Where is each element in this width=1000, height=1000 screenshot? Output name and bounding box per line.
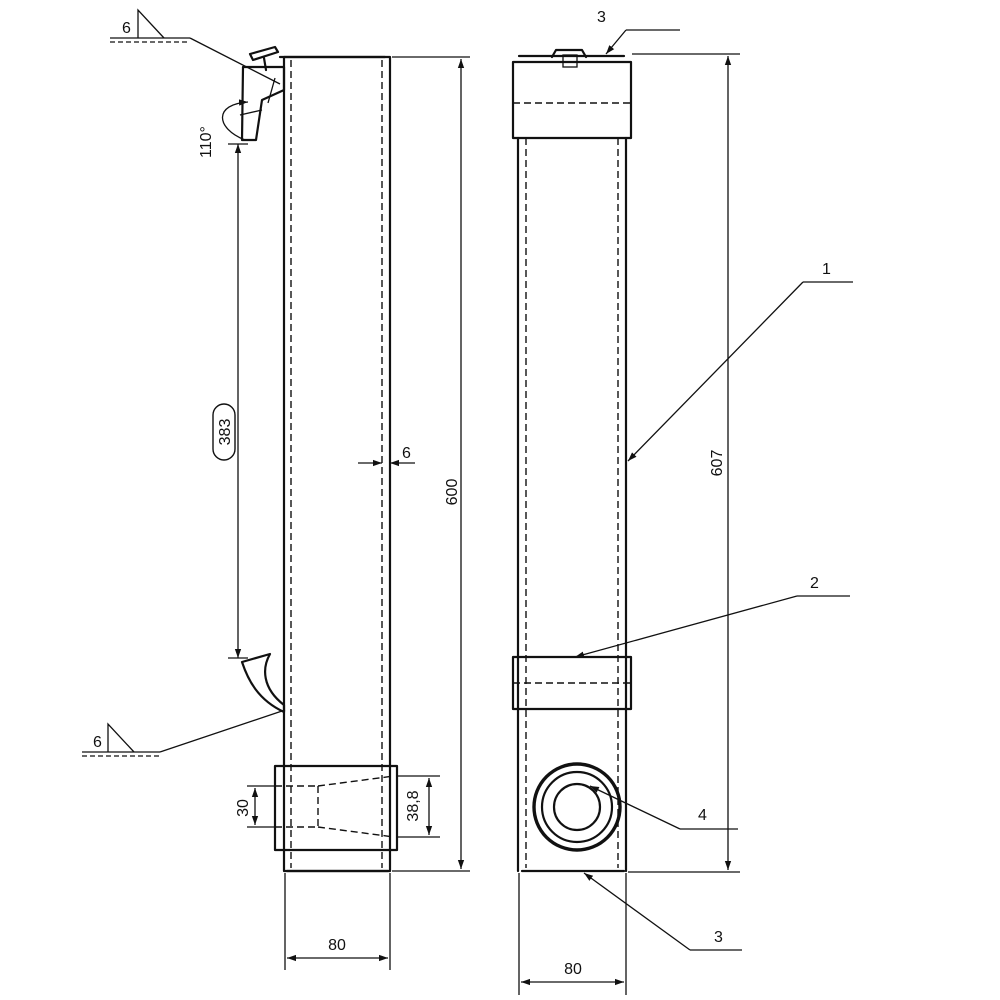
callout-top-label: 3 <box>597 9 606 26</box>
width-left-label: 80 <box>328 937 346 954</box>
span-label: 383 <box>217 419 234 446</box>
callout-hole-label: 4 <box>698 807 707 824</box>
width-right-label: 80 <box>564 961 582 978</box>
weld-bottom-label: 6 <box>93 734 102 751</box>
angle-leader <box>239 109 263 116</box>
right-tube <box>516 136 628 873</box>
bore-large-label: 38,8 <box>405 790 422 821</box>
right-view: 607 80 3 1 2 4 <box>511 9 853 995</box>
bottom-hook <box>240 652 286 714</box>
wall-label: 6 <box>402 445 411 462</box>
right-top-cap <box>511 48 633 140</box>
right-hole <box>532 762 622 852</box>
callout-top: 3 <box>597 9 680 55</box>
callout-body: 1 <box>627 261 853 462</box>
weld-symbol-bottom: 6 <box>82 709 286 757</box>
top-hook <box>240 45 286 142</box>
callout-bottom-label: 3 <box>714 929 723 946</box>
angle-label: 110° <box>198 126 215 158</box>
callout-bottom: 3 <box>583 872 742 951</box>
wall-dimension: 6 <box>358 445 415 467</box>
weld-symbol-top: 6 <box>110 8 281 85</box>
callout-band: 2 <box>574 575 850 658</box>
height-right-label: 607 <box>709 450 726 477</box>
left-view: 110° 383 6 600 <box>82 8 470 970</box>
left-tube-outline <box>282 55 392 873</box>
right-band <box>511 655 633 711</box>
bore-small-label: 30 <box>235 799 252 817</box>
angle-arc <box>221 99 249 141</box>
span-label-frame <box>212 403 236 461</box>
callout-hole: 4 <box>589 785 738 830</box>
height-left-label: 600 <box>444 479 461 506</box>
bottom-sleeve <box>273 764 399 852</box>
callout-body-label: 1 <box>822 261 831 278</box>
weld-top-label: 6 <box>122 20 131 37</box>
callout-band-label: 2 <box>810 575 819 592</box>
